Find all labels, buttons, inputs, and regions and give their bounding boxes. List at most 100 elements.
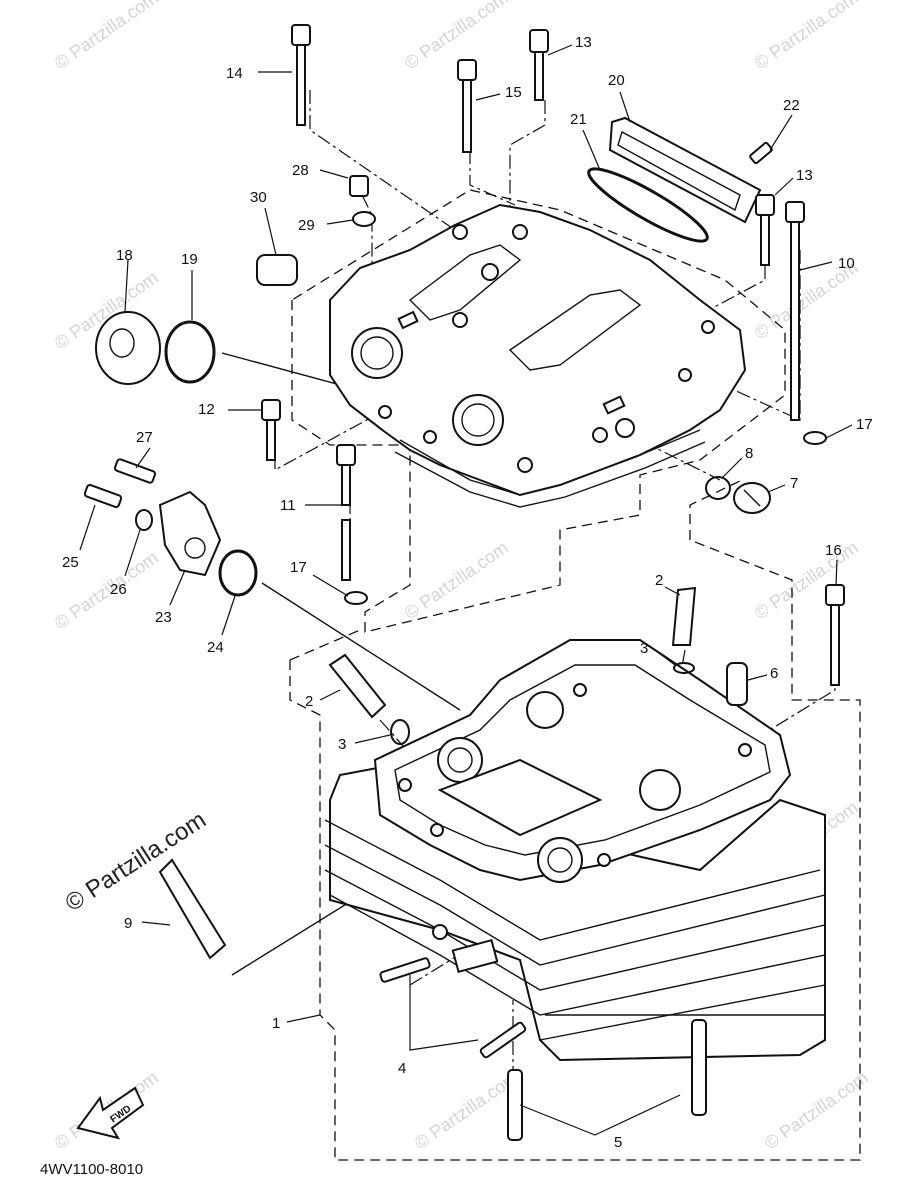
cap-18-center: [109, 328, 135, 358]
callout-8: 8: [745, 445, 753, 462]
callout-25: 25: [62, 554, 79, 571]
leader-2b: [664, 586, 681, 596]
bolt-12-head: [261, 399, 281, 421]
bolt-15-head: [457, 59, 477, 81]
leader-3b: [654, 649, 676, 666]
fwd-arrow-shape: [76, 1086, 145, 1140]
head-lug: [451, 938, 499, 974]
fwd-arrow: FWD: [76, 1086, 145, 1140]
callout-4: 4: [398, 1060, 406, 1077]
callout-numbers: 1 2 2 3 3 4 5 6 7 8 9 10 11 12 13 13 14 …: [62, 34, 873, 1151]
head-cover-outline: [291, 189, 786, 633]
leader-26: [124, 529, 141, 577]
leader-16: [835, 559, 838, 586]
bolt-28: [349, 175, 369, 197]
tensioner-23-bore: [184, 537, 206, 559]
callout-leaders: [79, 44, 853, 1136]
leader-9: [141, 921, 171, 926]
callout-21: 21: [570, 111, 587, 128]
cam-journal-1: [437, 737, 483, 783]
tensioner-24-line: [261, 582, 461, 711]
bolt-25: [83, 484, 123, 508]
circlip-3a: [390, 719, 410, 745]
leader-13a: [547, 44, 573, 56]
head-boss-6: [432, 924, 448, 940]
bolt-16-line: [744, 620, 836, 746]
watermark-bc: © Partzilla.com: [411, 1067, 522, 1153]
callout-26: 26: [110, 581, 127, 598]
fin-line-2: [324, 844, 826, 966]
circlip-3b: [673, 662, 695, 674]
leader-2a: [319, 689, 341, 701]
leader-28: [319, 169, 349, 179]
callout-18: 18: [116, 247, 133, 264]
bolt-14-shank: [296, 44, 306, 126]
plug-7-slot: [743, 489, 761, 507]
bolt-11-lower: [341, 519, 351, 581]
callout-15: 15: [505, 84, 522, 101]
stud-4b: [479, 1021, 527, 1059]
head-boss-5: [573, 683, 587, 697]
leader-24: [221, 595, 236, 636]
stud-5a: [507, 1069, 523, 1141]
leader-25: [79, 504, 96, 551]
oring-21: [587, 167, 709, 243]
exhaust-port-inner: [461, 403, 495, 437]
tensioner-23: [158, 490, 222, 577]
leader-4: [409, 975, 479, 1051]
callout-24: 24: [207, 639, 224, 656]
cover-plate-20: [608, 116, 762, 224]
stud-4a: [379, 957, 431, 983]
oring-19: [164, 320, 216, 384]
cover-boss-7: [517, 457, 533, 473]
callout-3a: 3: [338, 736, 346, 753]
callout-6: 6: [770, 665, 778, 682]
bolt-10-shank: [790, 221, 800, 421]
callout-12: 12: [198, 401, 215, 418]
callout-9: 9: [124, 915, 132, 932]
bolt-13b-shank: [760, 214, 770, 266]
leader-1: [286, 1014, 321, 1023]
cover-tab-2: [397, 310, 419, 330]
head-top-rim: [394, 664, 771, 856]
callout-13b: 13: [796, 167, 813, 184]
callout-19: 19: [181, 251, 198, 268]
bolt-13-head: [529, 29, 549, 53]
bolt-13b-line: [689, 265, 766, 321]
watermark-cr: © Partzilla.com: [751, 537, 862, 623]
leader-23: [169, 569, 186, 606]
watermark-br: © Partzilla.com: [761, 1067, 872, 1153]
leader-17b: [312, 574, 349, 597]
callout-30: 30: [250, 189, 267, 206]
leader-3a: [354, 734, 391, 744]
washer-29: [352, 211, 376, 227]
leader-17a: [825, 424, 853, 439]
head-boss-3: [597, 853, 611, 867]
cover-boss-8: [592, 427, 608, 443]
cover-boss-5: [378, 405, 392, 419]
fin-line-4: [329, 894, 826, 1016]
cover-flange: [399, 429, 701, 496]
parts: [83, 24, 845, 1141]
left-head-edge: [289, 629, 361, 661]
callout-16: 16: [825, 542, 842, 559]
callout-5: 5: [614, 1134, 622, 1151]
cam-journal-1-inner: [447, 747, 473, 773]
leader-8: [721, 457, 743, 479]
callout-7: 7: [790, 475, 798, 492]
stud-5b: [691, 1019, 707, 1116]
bolt-13b-head: [755, 194, 775, 216]
callout-2a: 2: [305, 693, 313, 710]
bolt-14-head: [291, 24, 311, 46]
leader-21: [582, 129, 601, 171]
cover-body: [329, 203, 747, 497]
callout-1: 1: [272, 1015, 280, 1032]
spark-plug-9: [158, 858, 227, 960]
cover-bolt-outline: [689, 479, 743, 540]
cover-flange-lower: [394, 441, 706, 508]
bolt-22: [749, 141, 773, 165]
leader-22: [769, 114, 793, 151]
callout-17b: 17: [290, 559, 307, 576]
cover-boss-3: [481, 263, 499, 281]
